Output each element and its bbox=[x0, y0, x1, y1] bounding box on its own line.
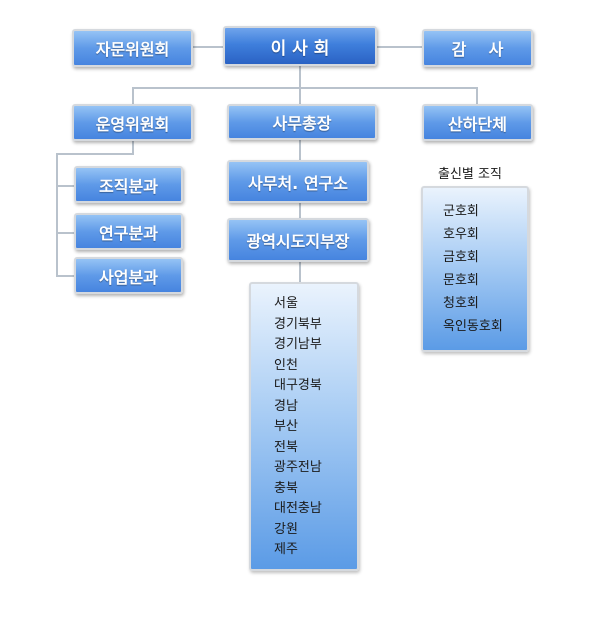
connector-to-affiliates bbox=[476, 87, 478, 104]
board-label: 이 사 회 bbox=[270, 38, 330, 59]
secretary-general-box[interactable]: 사무총장 bbox=[227, 104, 377, 140]
list-item: 금호회 bbox=[443, 250, 479, 265]
list-item: 서울 bbox=[274, 296, 298, 311]
subcommittee-label: 연구분과 bbox=[99, 223, 158, 243]
list-item: 부산 bbox=[274, 419, 298, 434]
connector-branches-list bbox=[299, 262, 301, 282]
operations-committee-box[interactable]: 운영위원회 bbox=[72, 104, 193, 141]
connector-to-secretary bbox=[299, 87, 301, 104]
connector-advisory-board bbox=[193, 46, 223, 48]
connector-board-down bbox=[299, 66, 301, 88]
list-item: 경기북부 bbox=[274, 316, 322, 332]
regional-branches-label: 광역시도지부장 bbox=[246, 232, 350, 251]
list-item: 대전충남 bbox=[274, 501, 322, 516]
affiliates-list: 군호회 호우회 금호회 문호회 청호회 옥인동호회 bbox=[421, 186, 529, 352]
connector-sub-1 bbox=[56, 185, 74, 187]
connector-operations-down bbox=[132, 140, 134, 154]
subcommittee-label: 조직분과 bbox=[99, 176, 158, 196]
list-item: 호우회 bbox=[443, 227, 479, 242]
list-item: 옥인동호회 bbox=[443, 319, 503, 334]
secretariat-office-label: 사무처. 연구소 bbox=[248, 173, 348, 193]
operations-committee-label: 운영위원회 bbox=[95, 114, 170, 134]
list-item: 광주전남 bbox=[274, 460, 322, 475]
audit-box[interactable]: 감 사 bbox=[422, 29, 533, 67]
advisory-committee-box[interactable]: 자문위원회 bbox=[72, 29, 193, 67]
list-item: 군호회 bbox=[443, 204, 479, 219]
list-item: 대구경북 bbox=[274, 378, 322, 393]
connector-office-branches bbox=[299, 203, 301, 218]
list-item: 인천 bbox=[274, 357, 298, 373]
secretariat-office-box[interactable]: 사무처. 연구소 bbox=[227, 160, 369, 203]
regional-branch-list: 서울 경기북부 경기남부 인천 대구경북 경남 부산 전북 광주전남 충북 대전… bbox=[249, 282, 359, 571]
list-item: 청호회 bbox=[443, 296, 479, 311]
subcommittee-organization-box[interactable]: 조직분과 bbox=[74, 166, 183, 203]
subcommittee-projects-box[interactable]: 사업분과 bbox=[74, 257, 183, 294]
list-item: 강원 bbox=[274, 521, 298, 537]
audit-label: 감 사 bbox=[451, 40, 504, 59]
connector-subcommittee-trunk bbox=[56, 153, 58, 276]
connector-board-audit bbox=[377, 46, 422, 48]
connector-operations-bar bbox=[56, 153, 134, 155]
connector-sub-3 bbox=[56, 275, 74, 277]
subcommittee-research-box[interactable]: 연구분과 bbox=[74, 213, 183, 250]
affiliates-label: 산하단체 bbox=[448, 114, 507, 134]
subcommittee-label: 사업분과 bbox=[99, 267, 158, 287]
connector-to-operations bbox=[132, 87, 134, 104]
affiliates-section-title: 출신별 조직 bbox=[438, 167, 502, 182]
connector-secretary-office bbox=[299, 140, 301, 160]
list-item: 충북 bbox=[274, 480, 298, 496]
affiliates-box[interactable]: 산하단체 bbox=[422, 104, 533, 141]
list-item: 문호회 bbox=[443, 273, 479, 288]
secretary-general-label: 사무총장 bbox=[272, 114, 332, 133]
advisory-committee-label: 자문위원회 bbox=[95, 40, 170, 59]
regional-branches-box[interactable]: 광역시도지부장 bbox=[227, 218, 369, 262]
connector-sub-2 bbox=[56, 232, 74, 234]
list-item: 전북 bbox=[274, 439, 298, 455]
list-item: 경기남부 bbox=[274, 337, 322, 352]
connector-second-bar bbox=[132, 87, 478, 89]
list-item: 제주 bbox=[274, 542, 298, 557]
list-item: 경남 bbox=[274, 398, 298, 414]
board-box[interactable]: 이 사 회 bbox=[223, 26, 377, 66]
